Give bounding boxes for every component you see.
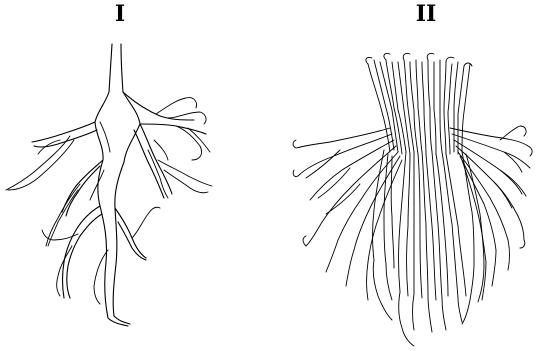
taproot-system-drawing	[6, 44, 212, 326]
lateral-root	[123, 92, 194, 120]
fibrous-root-system-drawing	[293, 53, 532, 346]
lateral-root	[32, 122, 95, 142]
